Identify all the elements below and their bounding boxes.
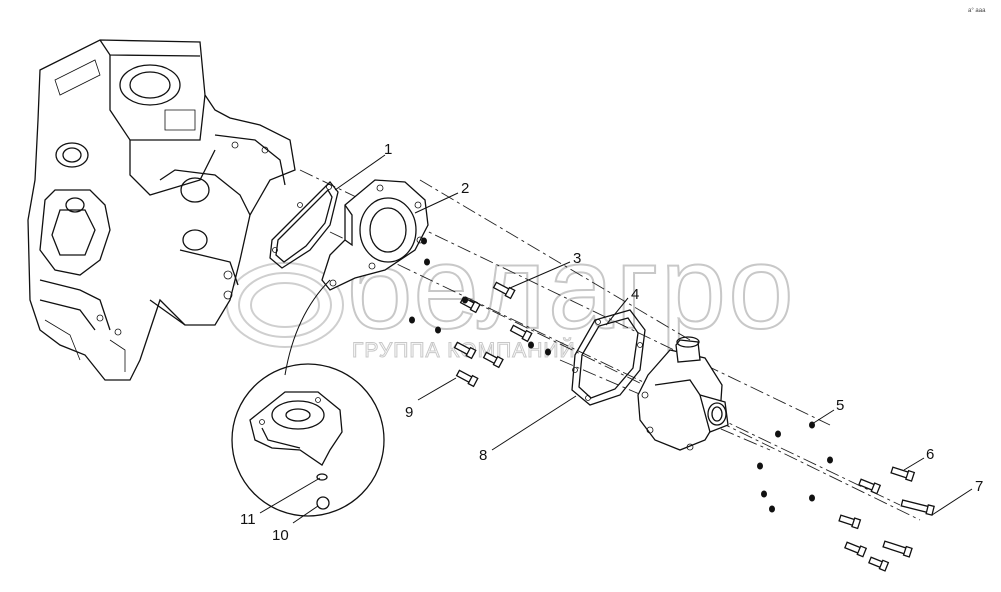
callout-11: 11 <box>240 511 256 528</box>
leader-lines <box>259 154 973 524</box>
corner-mark: a° aaa <box>968 8 986 14</box>
callout-9: 9 <box>405 404 413 421</box>
callout-10: 10 <box>272 527 289 544</box>
callout-3: 3 <box>573 250 581 267</box>
bolts <box>453 281 935 572</box>
callout-5: 5 <box>836 397 844 414</box>
callout-6: 6 <box>926 446 934 463</box>
water-pump <box>637 336 729 451</box>
callout-4: 4 <box>631 286 639 303</box>
callout-8: 8 <box>479 447 487 464</box>
part-1-gasket <box>269 181 339 269</box>
callout-2: 2 <box>461 180 469 197</box>
callout-7: 7 <box>975 478 983 495</box>
nuts-washers <box>409 237 833 513</box>
callout-1: 1 <box>384 141 392 158</box>
engine-block <box>27 39 296 381</box>
part-2-cover-plate <box>321 179 429 291</box>
detail-view <box>231 279 385 517</box>
part-8-gasket <box>571 309 646 406</box>
callout-labels: 1 2 3 4 5 6 7 8 9 10 11 <box>240 141 983 544</box>
